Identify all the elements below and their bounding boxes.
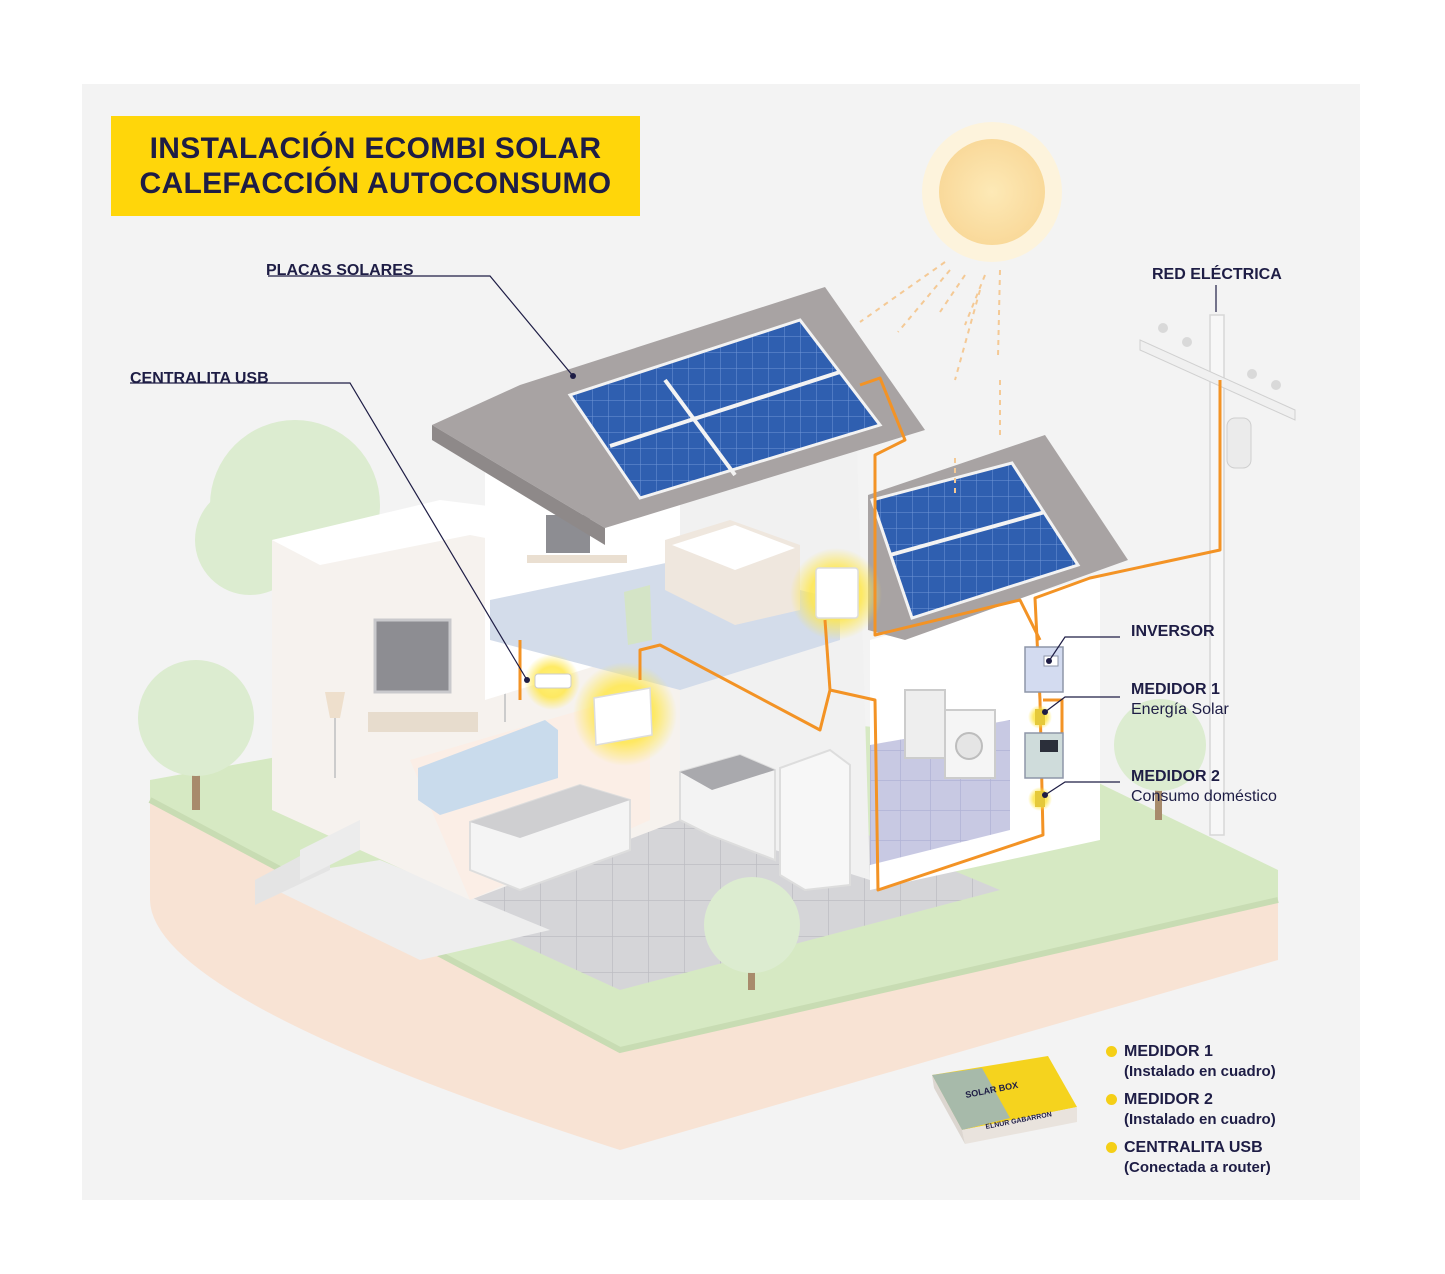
label-centralita-usb: CENTRALITA USB	[130, 370, 269, 387]
title-line-1: INSTALACIÓN ECOMBI SOLAR	[149, 132, 602, 165]
sun-rays	[859, 261, 1001, 498]
meter-2-device	[1028, 787, 1052, 811]
label-medidor-1: MEDIDOR 1 Energía Solar	[1131, 680, 1229, 720]
distribution-panel	[1024, 732, 1064, 779]
solar-box-product: SOLAR BOX ELNUR GABARRON	[932, 1056, 1077, 1144]
tree-front-center	[704, 877, 800, 990]
label-inversor: INVERSOR	[1131, 623, 1215, 640]
label-medidor-2-title: MEDIDOR 2	[1131, 768, 1220, 785]
tree-right	[1114, 699, 1206, 820]
title-banner: INSTALACIÓN ECOMBI SOLAR CALEFACCIÓN AUT…	[111, 116, 640, 216]
solar-panels-right	[870, 461, 1081, 620]
label-medidor-1-sub: Energía Solar	[1131, 701, 1229, 718]
legend-item-title: MEDIDOR 2	[1124, 1091, 1213, 1108]
legend-item-sub: (Instalado en cuadro)	[1124, 1063, 1276, 1080]
legend: MEDIDOR 1 (Instalado en cuadro) MEDIDOR …	[1106, 1041, 1276, 1185]
sun	[922, 122, 1062, 262]
leader-dots	[524, 373, 1052, 798]
title-line-2: CALEFACCIÓN AUTOCONSUMO	[139, 167, 612, 200]
house-main-block	[469, 380, 870, 892]
legend-item: MEDIDOR 1 (Instalado en cuadro)	[1106, 1041, 1276, 1082]
label-placas-solares: PLACAS SOLARES	[266, 262, 414, 279]
label-medidor-1-title: MEDIDOR 1	[1131, 681, 1220, 698]
legend-item-title: MEDIDOR 1	[1124, 1043, 1213, 1060]
legend-item-title: CENTRALITA USB	[1124, 1139, 1263, 1156]
label-red-electrica: RED ELÉCTRICA	[1152, 266, 1282, 283]
label-medidor-2-sub: Consumo doméstico	[1131, 788, 1277, 805]
solar-panels-main	[567, 318, 883, 500]
router-device	[524, 654, 580, 710]
inverter-box	[1024, 646, 1064, 693]
heater-upper	[790, 548, 882, 640]
tree-left-front	[138, 660, 254, 810]
label-medidor-2: MEDIDOR 2 Consumo doméstico	[1131, 767, 1277, 807]
legend-item-sub: (Instalado en cuadro)	[1124, 1111, 1276, 1128]
meter-1-device	[1028, 705, 1052, 729]
legend-dot-icon	[1106, 1142, 1117, 1153]
heater-lower	[573, 662, 677, 766]
legend-item: MEDIDOR 2 (Instalado en cuadro)	[1106, 1089, 1276, 1130]
electrical-cables	[518, 376, 1222, 892]
legend-dot-icon	[1106, 1046, 1117, 1057]
legend-item-sub: (Conectada a router)	[1124, 1159, 1271, 1176]
legend-item: CENTRALITA USB (Conectada a router)	[1106, 1137, 1276, 1178]
leader-lines	[130, 275, 1217, 796]
legend-dot-icon	[1106, 1094, 1117, 1105]
